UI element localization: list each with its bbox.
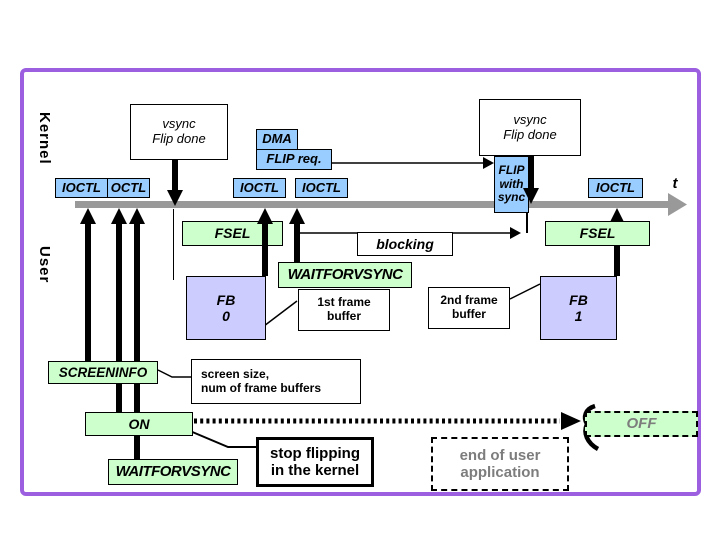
screen-size-note-box: screen size, num of frame buffers — [191, 359, 361, 404]
waitforvsync-bottom-box: WAITFORVSYNC — [108, 459, 238, 485]
time-axis-label: t — [672, 175, 678, 193]
stop-flipping-note-box: stop flipping in the kernel — [256, 437, 374, 487]
dma-box: DMA — [256, 129, 298, 150]
ioctl-box-5: IOCTL — [588, 178, 643, 198]
fb1-box: FB 1 — [540, 276, 617, 340]
flip-req-box: FLIP req. — [256, 149, 332, 170]
diagram-border — [20, 68, 701, 496]
fsel-box-2: FSEL — [545, 221, 650, 246]
user-axis-label: User — [36, 246, 53, 284]
kernel-axis-label: Kernel — [36, 112, 53, 165]
flip-with-sync-box: FLIP with sync — [494, 156, 529, 213]
ioctl-box-2: OCTL — [107, 178, 150, 198]
ioctl-box-4: IOCTL — [295, 178, 348, 198]
end-of-app-note-box: end of user application — [431, 437, 569, 491]
waitforvsync-mid-box: WAITFORVSYNC — [278, 262, 412, 288]
fb0-box: FB 0 — [186, 276, 266, 340]
blocking-box: blocking — [357, 232, 453, 256]
on-box: ON — [85, 412, 193, 436]
ioctl-box-3: IOCTL — [233, 178, 286, 198]
vsync-flip-done-left-box: vsync Flip done — [130, 104, 228, 160]
fsel-box-1: FSEL — [182, 221, 283, 246]
frame1-note-box: 1st frame buffer — [298, 289, 390, 331]
frame2-note-box: 2nd frame buffer — [428, 287, 510, 329]
off-box: OFF — [585, 411, 698, 437]
vsync-flip-done-right-box: vsync Flip done — [479, 99, 581, 156]
screeninfo-box: SCREENINFO — [48, 361, 158, 384]
ioctl-box-1: IOCTL — [55, 178, 108, 198]
